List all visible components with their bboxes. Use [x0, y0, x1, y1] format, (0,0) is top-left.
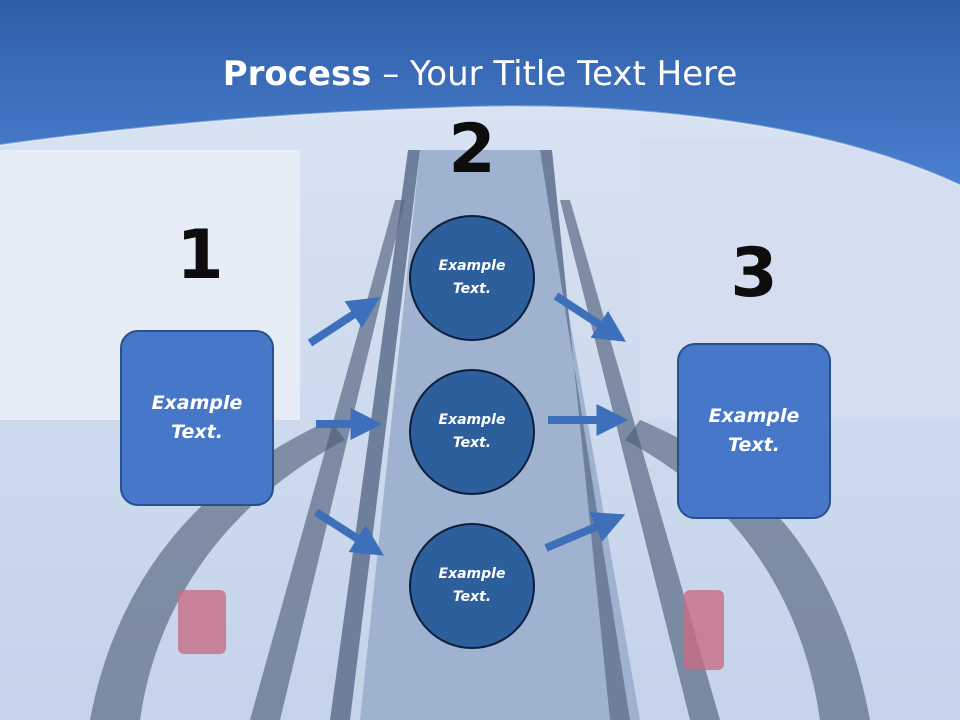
slide-title: Process – Your Title Text Here [0, 52, 960, 96]
circle-middle-line2: Text. [452, 435, 492, 451]
step-number-2: 2 [448, 110, 496, 189]
circle-middle-line1: Example [438, 412, 506, 428]
arrow-left-to-top [307, 297, 381, 347]
circle-bottom-line1: Example [438, 566, 506, 582]
step-number-3: 3 [730, 234, 778, 313]
title-bold: Process [222, 54, 372, 94]
arrow-top-to-right [553, 292, 627, 342]
right-box-line2: Text. [728, 434, 780, 456]
circle-top-line2: Text. [452, 281, 492, 297]
arrow-bottom-to-right [544, 512, 626, 552]
left-box-line1: Example [151, 392, 243, 414]
circle-top-line1: Example [438, 258, 506, 274]
right-box-line1: Example [708, 405, 800, 427]
circle-bottom-line2: Text. [452, 589, 492, 605]
arrow-left-to-bottom [313, 508, 385, 556]
step-number-1: 1 [176, 216, 224, 295]
left-box-line2: Text. [171, 421, 223, 443]
title-rest: – Your Title Text Here [371, 54, 738, 94]
